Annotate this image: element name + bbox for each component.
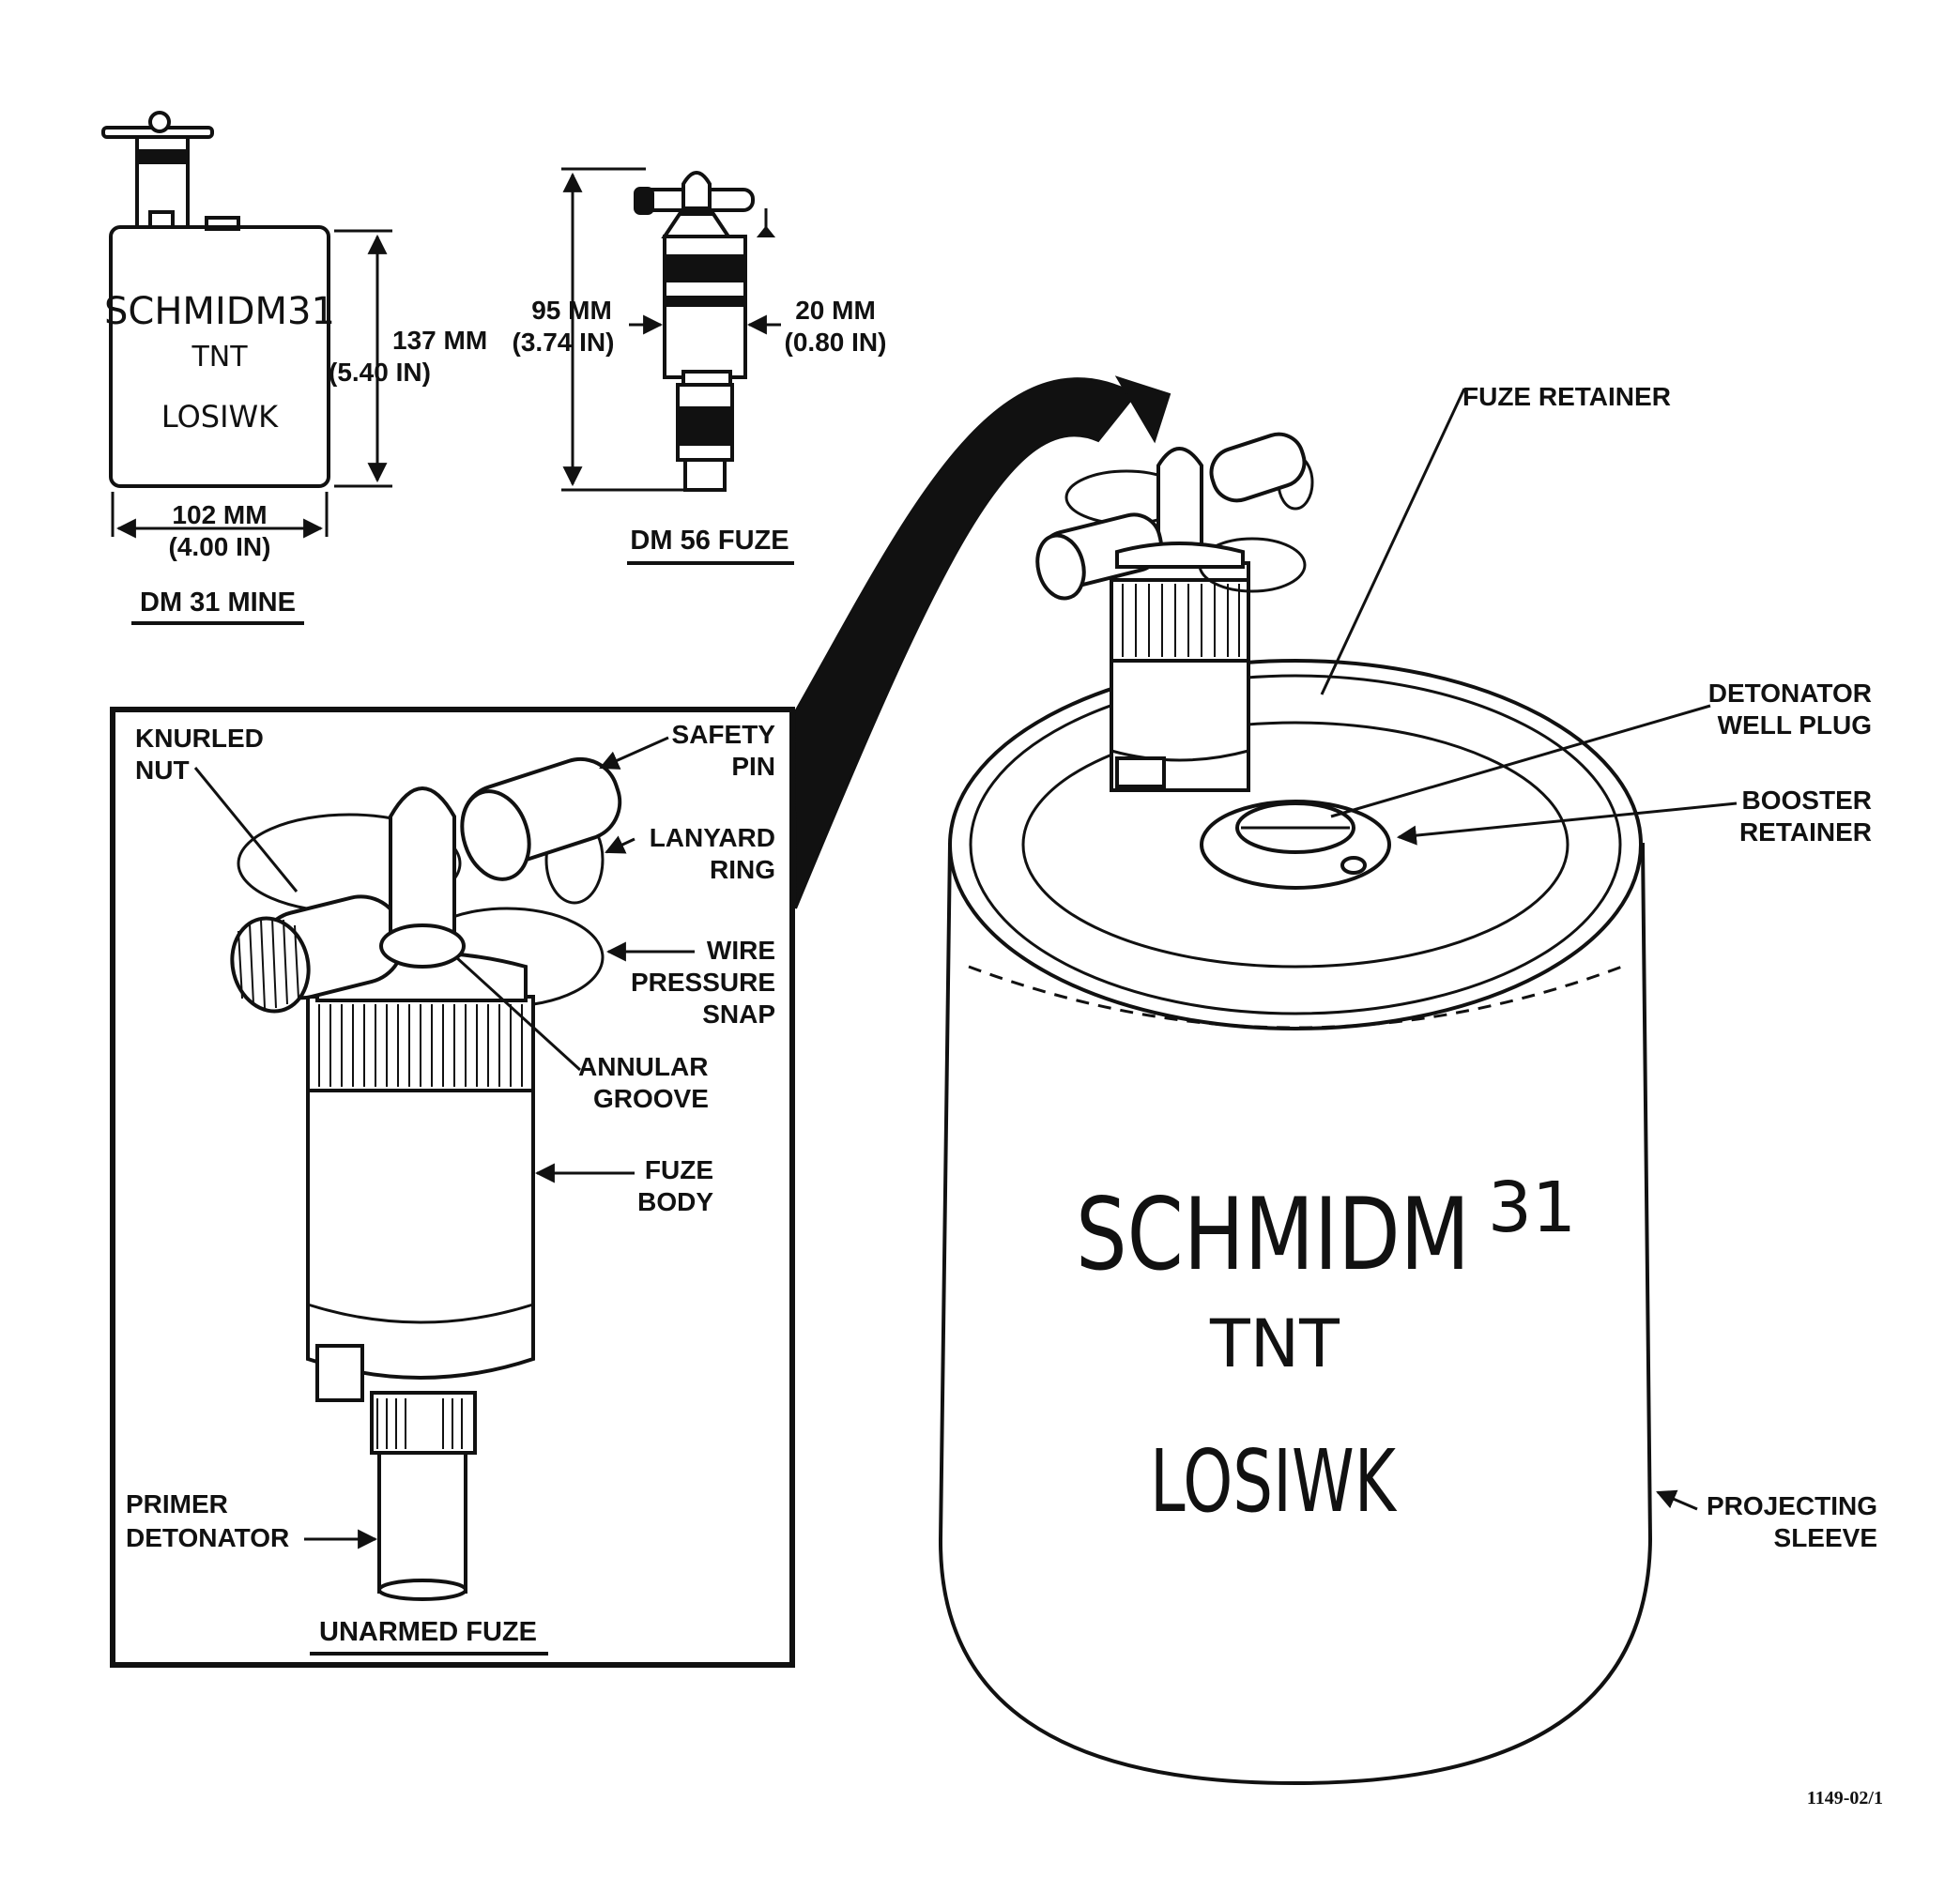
large-mine-marking-1: SCHMIDM [1076, 1177, 1470, 1292]
dm56-fuze-small: 95 MM (3.74 IN) 20 MM (0.80 IN) DM 56 FU… [513, 167, 887, 565]
small-mine-height-in: (5.40 IN) [329, 358, 431, 387]
plunger [389, 786, 456, 944]
small-fuze-height-mm: 95 MM [531, 296, 612, 325]
unarmed-fuze-title: UNARMED FUZE [319, 1617, 537, 1647]
label-wire-pressure-snap-2: PRESSURE [631, 968, 775, 997]
label-projecting-sleeve-2: SLEEVE [1774, 1523, 1877, 1552]
label-fuze-body-2: BODY [637, 1187, 713, 1216]
label-booster-retainer-1: BOOSTER [1742, 786, 1872, 815]
label-wire-pressure-snap-3: SNAP [702, 1000, 775, 1029]
label-projecting-sleeve-1: PROJECTING [1707, 1491, 1877, 1520]
large-mine-marking-3: LOSIWK [1150, 1431, 1398, 1532]
dm31-mine-small: SCHMIDM31 TNT LOSIWK 137 MM (5.40 IN) 10… [101, 111, 487, 625]
small-fuze-width-in: (0.80 IN) [785, 328, 887, 357]
mine-top-inner [1021, 721, 1570, 969]
label-safety-pin-2: PIN [731, 752, 775, 781]
label-detonator-well-plug-1: DETONATOR [1708, 679, 1872, 708]
label-annular-groove-1: ANNULAR [578, 1052, 708, 1081]
label-annular-groove-2: GROOVE [593, 1084, 709, 1113]
small-mine-width-mm: 102 MM [172, 500, 267, 529]
small-fuze-height-in: (3.74 IN) [513, 328, 615, 357]
label-fuze-body-1: FUZE [645, 1155, 713, 1184]
mine-cylinder-body [938, 843, 1653, 1786]
label-knurled-nut-1: KNURLED [135, 724, 264, 753]
label-wire-pressure-snap-1: WIRE [707, 936, 775, 965]
large-mine-marking-2: TNT [1209, 1305, 1340, 1382]
small-mine-marking-1: SCHMIDM31 [104, 290, 335, 333]
label-safety-pin-1: SAFETY [672, 720, 776, 749]
large-mine-marking-1-number: 31 [1488, 1167, 1576, 1248]
fuze-body-knurling [318, 1004, 523, 1087]
projecting-sleeve-rim [969, 674, 1622, 1015]
stem-threads [376, 1398, 463, 1449]
primer-detonator [377, 1451, 467, 1594]
small-mine-marking-2: TNT [191, 341, 248, 374]
small-mine-marking-3: LOSIWK [161, 399, 279, 435]
callout-swoosh [792, 377, 1138, 909]
small-mine-body [109, 225, 330, 488]
small-mine-title: DM 31 MINE [140, 588, 296, 618]
label-primer-detonator-2: DETONATOR [126, 1523, 289, 1552]
label-lanyard-ring-1: LANYARD [650, 823, 775, 852]
callout-arrowhead [1114, 375, 1171, 444]
label-fuze-retainer: FUZE RETAINER [1462, 382, 1671, 411]
small-mine-width-in: (4.00 IN) [169, 532, 271, 561]
callout-arrow [792, 375, 1171, 909]
small-fuze-title: DM 56 FUZE [630, 526, 789, 556]
large-fuze-knurling [1122, 584, 1240, 657]
unarmed-fuze-panel: KNURLED NUT SAFETY PIN LANYARD RING WIRE… [110, 707, 795, 1668]
small-mine-height-mm: 137 MM [392, 326, 487, 355]
dm31-mine-large: SCHMIDM 31 TNT LOSIWK FUZE RETAINER DETO… [938, 382, 1877, 1786]
label-detonator-well-plug-2: WELL PLUG [1718, 710, 1872, 740]
knurled-nut-teeth [237, 917, 299, 1009]
label-lanyard-ring-2: RING [710, 855, 775, 884]
label-booster-retainer-2: RETAINER [1739, 817, 1872, 847]
figure-code: 1149-02/1 [1807, 1788, 1883, 1808]
label-primer-detonator-1: PRIMER [126, 1489, 228, 1518]
small-fuze-width-mm: 20 MM [795, 296, 876, 325]
label-knurled-nut-2: NUT [135, 755, 190, 785]
